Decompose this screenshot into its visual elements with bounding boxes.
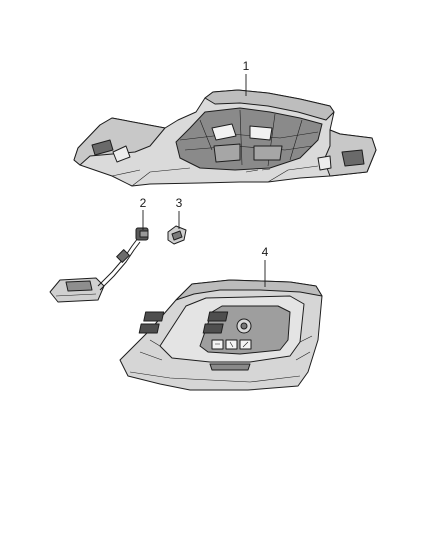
callout-4: 4 [262,245,269,259]
callout-3: 3 [176,196,183,210]
callout-2: 2 [140,196,147,210]
callouts: 1 2 3 4 [140,59,269,259]
overhead-console-frame [73,89,377,187]
sensor-harness [49,227,149,303]
retainer-clip [167,225,187,245]
leader-lines [142,74,266,287]
overhead-console-assembly [119,279,323,391]
callout-1: 1 [243,59,250,73]
